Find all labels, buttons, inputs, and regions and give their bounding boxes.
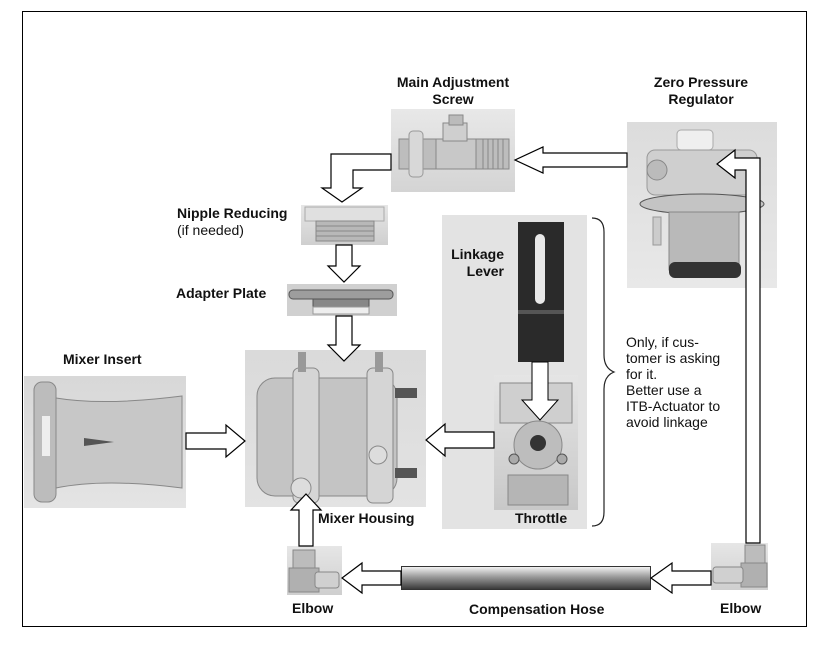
throttle-image xyxy=(494,375,578,510)
mixer-housing-label: Mixer Housing xyxy=(318,510,415,526)
mixer-housing-image xyxy=(245,350,426,507)
linkage-lever-label-line2: Lever xyxy=(466,263,504,279)
linkage-lever-label-line1: Linkage xyxy=(451,246,504,262)
compensation-hose-label: Compensation Hose xyxy=(469,601,605,617)
throttle-illustration xyxy=(499,382,573,506)
arrow-regulator-to-screw xyxy=(513,146,628,174)
arrow-screw-to-nipple xyxy=(320,153,392,203)
mixer-insert-illustration xyxy=(33,381,183,503)
elbow-left-image xyxy=(287,546,342,595)
zero-pressure-regulator-label-line1: Zero Pressure xyxy=(653,74,749,90)
adapter-plate-label: Adapter Plate xyxy=(176,285,267,301)
elbow-left-label: Elbow xyxy=(292,600,334,616)
compensation-hose-image xyxy=(401,566,651,590)
arrow-throttle-to-housing xyxy=(425,422,495,458)
nipple-illustration xyxy=(304,206,385,242)
linkage-note: Only, if cus- tomer is asking for it. Be… xyxy=(626,334,721,430)
mixer-insert-image xyxy=(24,376,186,508)
arrow-elbow-left-to-housing xyxy=(289,493,323,547)
diagram-frame xyxy=(22,11,807,627)
arrow-lever-to-throttle xyxy=(520,361,560,421)
linkage-lever-image xyxy=(518,222,564,362)
arrow-nipple-to-adapter xyxy=(326,244,362,283)
mixer-insert-label: Mixer Insert xyxy=(63,351,142,367)
note-brace xyxy=(591,217,616,527)
main-adjustment-screw-image xyxy=(391,109,515,192)
linkage-lever-label: Linkage Lever xyxy=(446,246,504,280)
arrow-elbow-right-to-hose xyxy=(649,561,712,595)
lever-band xyxy=(518,310,564,314)
zero-pressure-regulator-label-line2: Regulator xyxy=(668,91,734,107)
lever-slot xyxy=(535,234,545,304)
nipple-reducing-sublabel: (if needed) xyxy=(177,222,244,238)
arrow-insert-to-housing xyxy=(185,423,246,459)
adapter-plate-illustration xyxy=(288,289,394,315)
arrow-adapter-to-housing xyxy=(326,315,362,362)
main-adjustment-screw-label-line2: Screw xyxy=(432,91,474,107)
adapter-plate-image xyxy=(287,284,397,316)
throttle-label: Throttle xyxy=(515,510,568,526)
main-adjustment-screw-label: Main Adjustment Screw xyxy=(383,74,523,108)
elbow-left-illustration xyxy=(288,549,340,593)
elbow-right-illustration xyxy=(712,544,768,588)
nipple-reducing-label: Nipple Reducing xyxy=(177,205,288,221)
zero-pressure-regulator-label: Zero Pressure Regulator xyxy=(631,74,771,108)
nipple-reducing-image xyxy=(301,205,388,245)
screw-illustration xyxy=(398,114,510,178)
elbow-right-image xyxy=(711,543,768,590)
arrow-hose-to-elbow-left xyxy=(341,561,402,595)
mixer-housing-illustration xyxy=(256,352,417,504)
main-adjustment-screw-label-line1: Main Adjustment xyxy=(396,74,510,90)
arrow-elbow-right-to-regulator xyxy=(716,148,761,544)
elbow-right-label: Elbow xyxy=(720,600,762,616)
